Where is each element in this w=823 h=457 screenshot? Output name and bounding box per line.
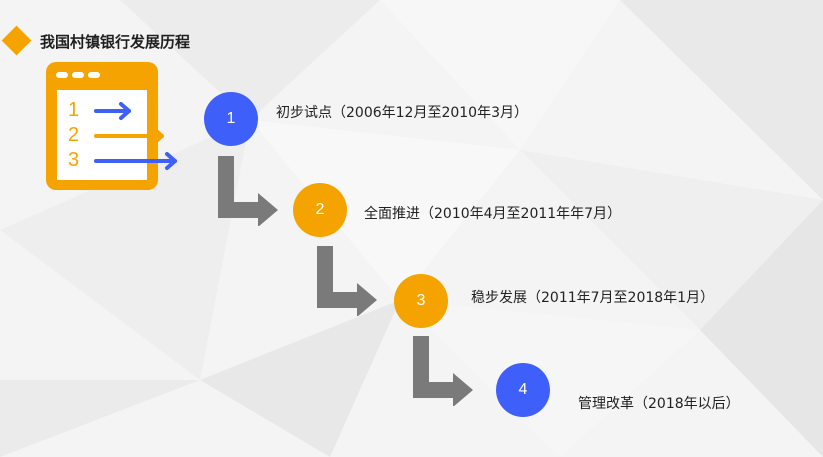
step-3-number: 3	[416, 292, 426, 309]
section-header: 我国村镇银行发展历程	[0, 25, 260, 58]
step-4-label: 管理改革（2018年以后）	[578, 396, 740, 412]
connector-arrow-2-icon	[317, 246, 377, 316]
step-2-number: 2	[315, 201, 325, 218]
doc-arrow-1-icon	[94, 102, 131, 120]
step-1-number: 1	[226, 110, 236, 127]
step-4-circle: 4	[496, 363, 550, 417]
numbered-list-document-icon: 1 2 3	[46, 62, 160, 190]
step-2-circle: 2	[293, 183, 347, 237]
doc-line-3-number: 3	[68, 149, 79, 171]
doc-line-2-number: 2	[68, 124, 79, 146]
step-2-label: 全面推进（2010年4月至2011年年7月）	[364, 206, 622, 222]
diamond-bullet-icon	[1, 25, 32, 56]
connector-arrow-3-icon	[413, 336, 473, 406]
step-3-label: 稳步发展（2011年7月至2018年1月）	[471, 290, 715, 306]
step-4-number: 4	[518, 381, 528, 398]
step-3-circle: 3	[394, 274, 448, 328]
doc-line-1-number: 1	[68, 99, 79, 121]
step-1-label: 初步试点（2006年12月至2010年3月）	[276, 105, 528, 121]
step-1-circle: 1	[204, 92, 258, 146]
page-title: 我国村镇银行发展历程	[40, 33, 191, 51]
connector-arrow-1-icon	[218, 156, 278, 226]
doc-arrowheads	[150, 127, 177, 170]
